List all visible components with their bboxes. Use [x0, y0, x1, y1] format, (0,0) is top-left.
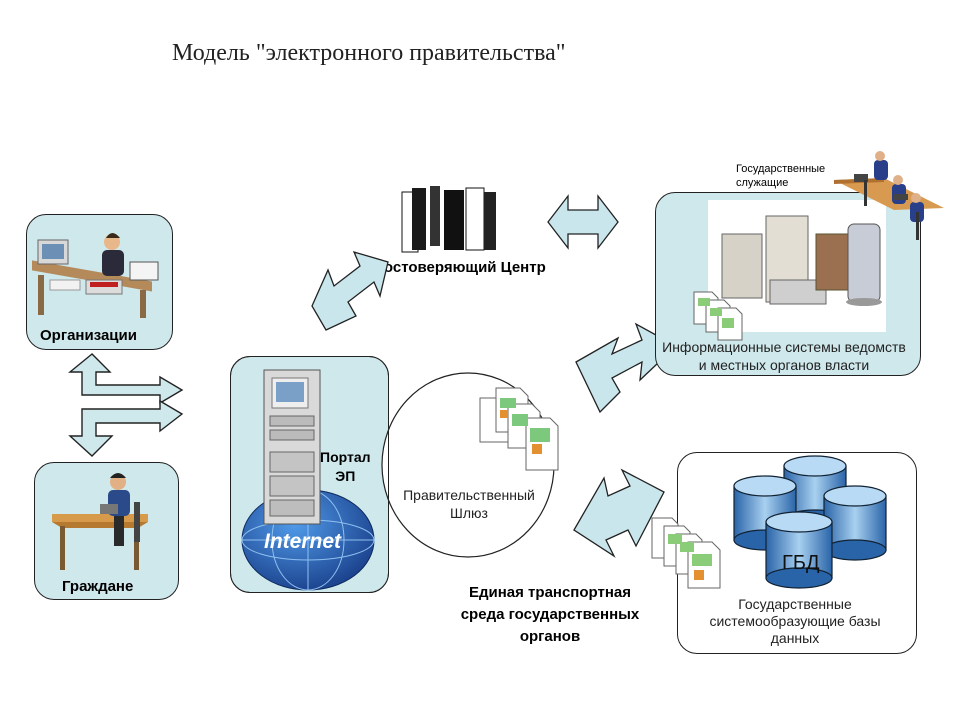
portal-panel-overlay: [230, 356, 389, 593]
page-title: Модель "электронного правительства": [172, 40, 566, 66]
portal-server-icon: [263, 369, 321, 525]
certification-center-icon: [401, 186, 496, 253]
office-worker-illustration: [32, 233, 159, 318]
database-cylinders: [733, 455, 887, 589]
organizations-label: Организации: [40, 327, 137, 344]
portal-label: Портал ЭП: [320, 449, 371, 484]
database-documents-icon: [651, 517, 721, 589]
transport-label: Единая транспортная среда государственны…: [460, 584, 640, 645]
certification-center-label: Удостоверяющий Центр: [366, 259, 546, 276]
info-documents-icon: [693, 291, 743, 341]
internet-label: Internet: [264, 530, 342, 553]
info-systems-label: Информационные системы ведомств и местны…: [662, 339, 906, 373]
citizens-panel[interactable]: [34, 462, 179, 600]
databases-label: Государственные системообразующие базы д…: [709, 596, 881, 646]
citizen-illustration: [52, 473, 148, 570]
civil-servants-illustration: [834, 151, 944, 240]
citizens-label: Граждане: [62, 578, 134, 595]
gbd-label: ГБД: [782, 552, 820, 574]
gateway-label: Правительственный Шлюз: [403, 487, 535, 521]
civil-servants-label: Государственные служащие: [736, 163, 826, 189]
gateway-documents-icon: [479, 387, 559, 471]
